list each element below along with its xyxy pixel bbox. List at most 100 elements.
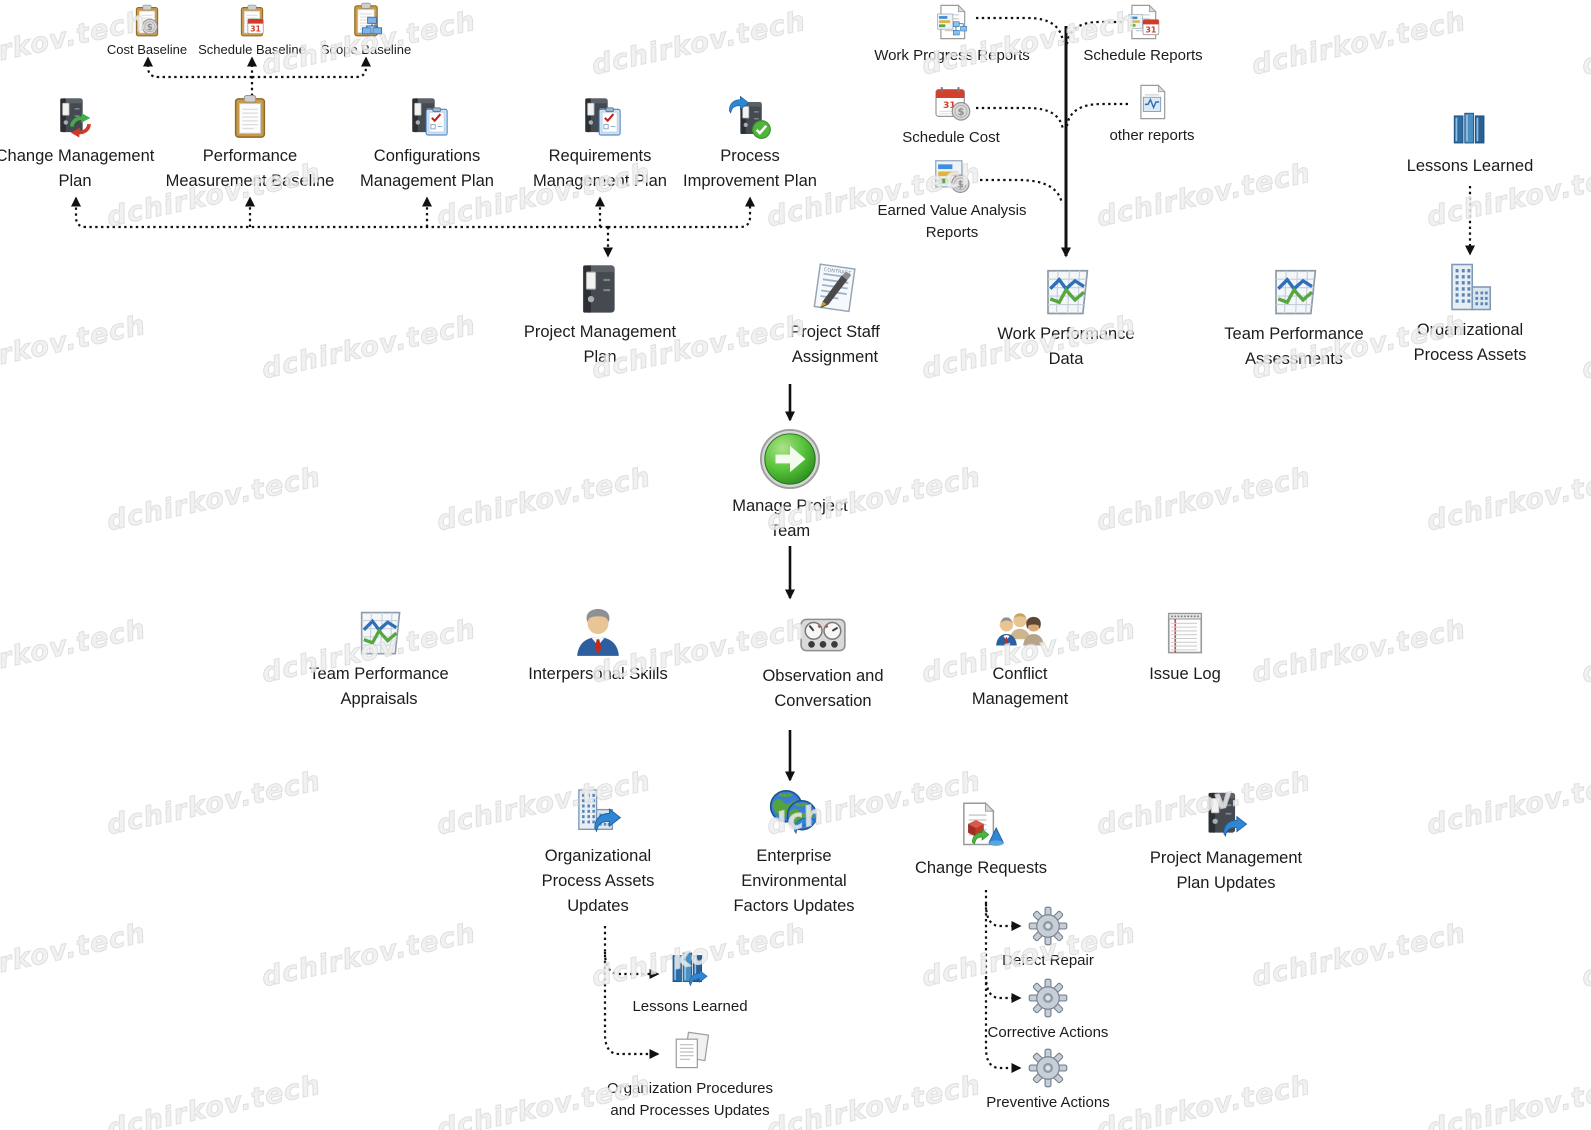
node-organizational-process-assets-updates: Organizational Process Assets Updates [493, 786, 703, 918]
node-performance-measurement-baseline: Performance Measurement Baseline [155, 94, 345, 194]
connector-cr-to-corrective [984, 975, 1022, 1003]
node-label: Defect Repair [1002, 952, 1094, 969]
node-interpersonal-skills: Interpersonal Skills [493, 608, 703, 687]
calendar-dollar-icon [931, 83, 971, 121]
connector-eva-reports [980, 178, 1064, 205]
connector-pmb-to-cost-baseline [143, 56, 252, 79]
connector-work-progress-reports [976, 16, 1065, 43]
binder-checklist-icon [584, 97, 622, 137]
connector-pmb-to-scope-baseline [252, 56, 371, 79]
node-label: Preventive Actions [986, 1094, 1110, 1111]
clipboard-wbs-icon [348, 2, 383, 38]
connector-other-reports [1065, 102, 1128, 127]
gauges-icon [797, 610, 849, 660]
node-label: Work Progress Reports [874, 47, 1030, 64]
node-issue-log: Issue Log [1080, 606, 1290, 687]
connector-schedule-cost [976, 106, 1065, 131]
spreadsheet-chart-icon [353, 606, 405, 658]
node-label: Organizational Process Assets [1413, 321, 1527, 364]
books-arrow-icon [672, 952, 708, 986]
node-label: Change Management Plan [0, 147, 155, 190]
node-change-management-plan: Change Management Plan [0, 96, 160, 194]
node-work-progress-reports: Work Progress Reports [857, 3, 1047, 67]
node-organization-procedures-updates: Organization Procedures and Processes Up… [580, 1030, 800, 1122]
node-label: Schedule Cost [902, 129, 1000, 146]
node-project-staff-assignment: Project Staff Assignment [730, 262, 940, 370]
node-project-management-plan: Project Management Plan [495, 262, 705, 370]
node-earned-value-analysis-reports: Earned Value Analysis Reports [862, 158, 1042, 244]
connector-pmp-to-improvement-plan [608, 196, 755, 229]
gear-icon [1028, 978, 1068, 1018]
node-process-improvement-plan: Process Improvement Plan [655, 96, 845, 194]
building-icon [1443, 260, 1497, 314]
report-pulse-icon [1133, 83, 1171, 121]
node-schedule-baseline: Schedule Baseline [182, 4, 322, 59]
building-arrow-icon [577, 788, 621, 832]
node-label: Project Staff Assignment [790, 323, 880, 366]
people-group-icon [995, 608, 1045, 658]
binder-checklist-icon [411, 97, 449, 137]
contract-pen-icon [808, 262, 862, 316]
node-schedule-cost: Schedule Cost [856, 83, 1046, 149]
gear-icon [1028, 906, 1068, 946]
node-label: Cost Baseline [106, 42, 188, 57]
node-label: Enterprise Environmental Factors Updates [733, 847, 855, 915]
connector-pmp-to-change-plan [71, 196, 608, 229]
node-label: Work Performance Data [997, 325, 1135, 368]
node-label: Project Management Plan [523, 323, 677, 366]
node-project-management-plan-updates: Project Management Plan Updates [1111, 790, 1341, 896]
binder-arrow-icon [1207, 791, 1248, 837]
connector-opau-to-procedures [603, 926, 660, 1059]
connector-cr-to-preventive [984, 890, 1022, 1073]
green-arrow-circle-icon [759, 428, 821, 490]
notepad-icon [1159, 606, 1211, 658]
node-label: Organization Procedures and Processes Up… [607, 1080, 773, 1119]
node-work-performance-data: Work Performance Data [961, 264, 1171, 372]
report-gantt-flow-icon [937, 3, 967, 41]
node-label: Process Improvement Plan [683, 147, 817, 190]
node-label: Organizational Process Assets Updates [541, 847, 655, 915]
node-schedule-reports: Schedule Reports [1048, 3, 1238, 67]
node-label: Scope Baseline [320, 42, 412, 57]
businessman-icon [573, 608, 623, 658]
node-label: Earned Value Analysis Reports [877, 202, 1027, 241]
node-defect-repair: Defect Repair [958, 906, 1138, 972]
node-label: Configurations Management Plan [360, 147, 494, 190]
node-enterprise-environmental-factors-updates: Enterprise Environmental Factors Updates [689, 786, 899, 918]
node-conflict-management: Conflict Management [915, 608, 1125, 712]
node-label: Lessons Learned [1406, 157, 1534, 175]
node-label: Team Performance Appraisals [309, 665, 449, 708]
node-label: Observation and Conversation [762, 667, 884, 710]
binder-icon [573, 262, 627, 316]
node-requirements-management-plan: Requirements Management Plan [505, 96, 695, 194]
node-label: Change Requests [914, 859, 1048, 877]
node-corrective-actions: Corrective Actions [958, 978, 1138, 1044]
node-manage-project-team: Manage Project Team [690, 428, 890, 544]
gantt-dollar-icon [935, 160, 970, 193]
node-label: Interpersonal Skills [528, 665, 668, 683]
clipboard-icon [227, 94, 273, 140]
books-icon [1449, 108, 1491, 150]
documents-icon [668, 1030, 712, 1074]
node-scope-baseline: Scope Baseline [296, 2, 436, 59]
node-other-reports: other reports [1057, 83, 1247, 147]
node-observation-and-conversation: Observation and Conversation [718, 610, 928, 714]
spreadsheet-chart-icon [1039, 264, 1093, 318]
node-lessons-learned-input: Lessons Learned [1380, 108, 1560, 179]
node-team-performance-appraisals: Team Performance Appraisals [274, 606, 484, 712]
node-cost-baseline: Cost Baseline [77, 4, 217, 59]
change-request-doc-icon [963, 802, 1004, 847]
node-change-requests: Change Requests [876, 798, 1086, 881]
node-label: Manage Project Team [732, 497, 848, 540]
node-label: other reports [1109, 127, 1195, 144]
node-label: Conflict Management [971, 665, 1069, 708]
binder-recycle-icon [59, 97, 93, 140]
connector-cr-to-defect [984, 903, 1022, 931]
node-label: Schedule Baseline [198, 42, 306, 57]
node-label: Issue Log [1149, 665, 1221, 683]
node-label: Requirements Management Plan [533, 147, 667, 190]
node-label: Lessons Learned [632, 998, 748, 1015]
clipboard-calendar-icon [235, 4, 264, 38]
